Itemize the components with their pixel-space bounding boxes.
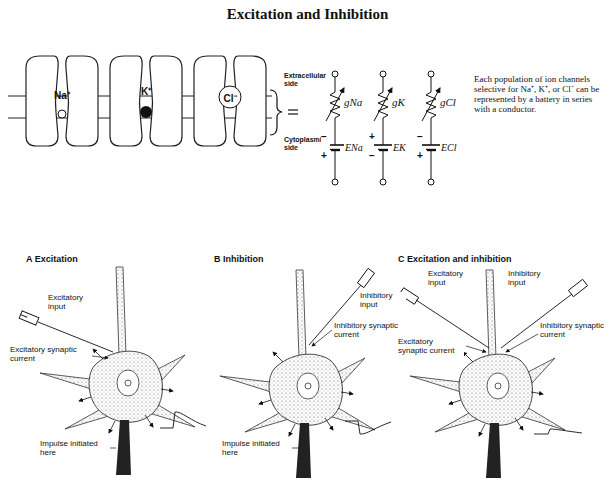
conductance-label: gK — [392, 96, 418, 108]
side-label: Extracellular side — [284, 72, 330, 88]
diagram-title: Excitation and Inhibition — [0, 6, 615, 23]
current-label: Inhibitory synaptic current — [540, 322, 608, 340]
ion-label: K⁺ — [106, 84, 186, 98]
battery-label: EK — [393, 142, 419, 153]
panel-heading: C Excitation and inhibition — [398, 254, 603, 264]
ion-label: Na⁺ — [22, 88, 102, 102]
ion-channel: Na⁺ — [22, 54, 102, 148]
input-label: Excitatory input — [48, 294, 96, 312]
conductance-label: gNa — [344, 96, 370, 108]
channel-subunit — [110, 56, 142, 146]
battery-label: ENa — [345, 142, 371, 153]
ion-channel: K⁺ — [106, 54, 186, 148]
ion-label: Cl⁻ — [190, 91, 270, 105]
note: Each population of ion channels selectiv… — [474, 74, 608, 114]
ion — [58, 110, 66, 118]
polarity-sign: + — [417, 150, 427, 161]
current-label: Excitatory synaptic current — [398, 338, 464, 356]
polarity-sign: + — [369, 131, 379, 142]
input-label: Inhibitory input — [508, 270, 554, 288]
channel-subunit — [150, 56, 182, 146]
panel-heading: A Excitation — [26, 254, 176, 264]
input-label: Excitatory input — [428, 270, 474, 288]
polarity-sign: − — [321, 131, 331, 142]
current-label: Excitatory synaptic current — [10, 346, 90, 364]
panel-heading: B Inhibition — [214, 254, 364, 264]
impulse-label: Impulse initiated here — [40, 440, 110, 458]
input-label: Inhibitory input — [360, 292, 406, 310]
battery-label: ECl — [441, 142, 467, 153]
channel-outline — [106, 54, 186, 148]
channel-subunit — [66, 56, 98, 146]
polarity-sign: − — [369, 150, 379, 161]
polarity-sign: − — [417, 131, 427, 142]
ion — [140, 106, 152, 118]
polarity-sign: + — [321, 150, 331, 161]
impulse-label: Impulse initiated here — [222, 440, 292, 458]
conductance-label: gCl — [440, 96, 466, 108]
ion-channel: Cl⁻ — [190, 54, 270, 148]
channel-subunit — [26, 56, 58, 146]
